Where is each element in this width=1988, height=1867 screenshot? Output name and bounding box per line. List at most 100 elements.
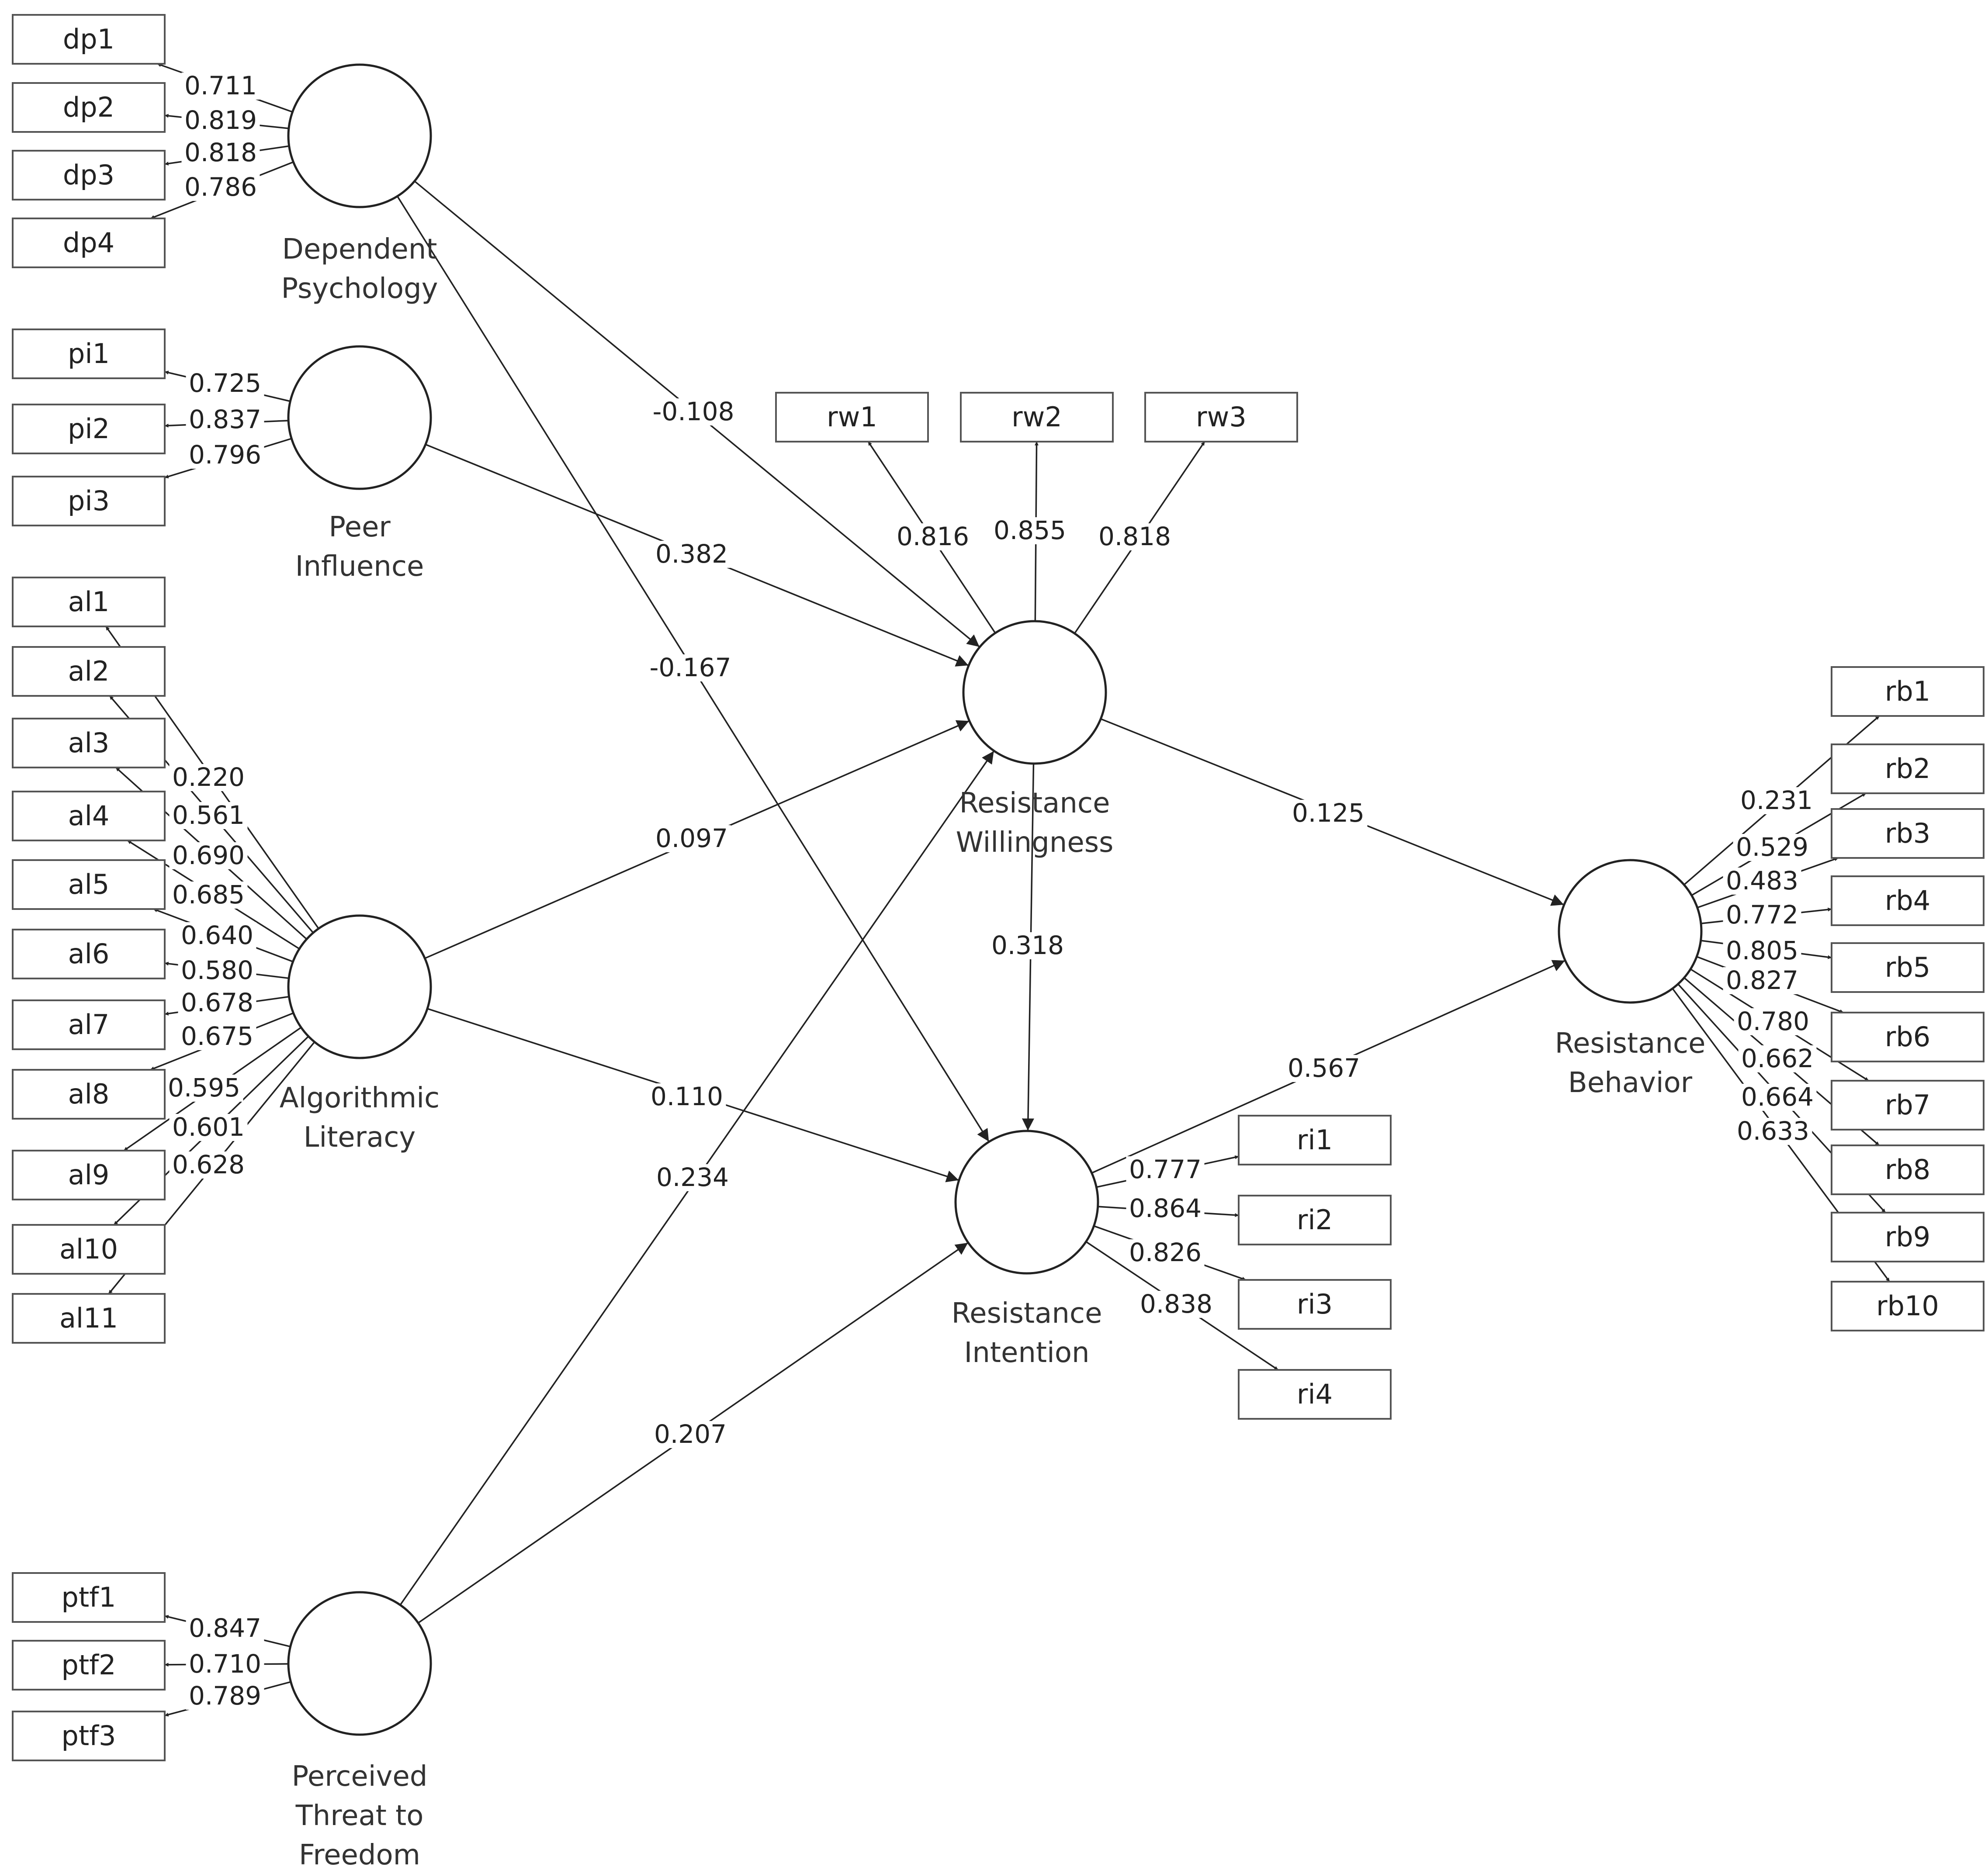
indicator-box-pi1[interactable] [12, 328, 166, 379]
path-coef-rw-rb-text: 0.125 [1292, 798, 1365, 828]
indicator-box-al6[interactable] [12, 929, 166, 979]
indicator-box-al5[interactable] [12, 859, 166, 910]
indicator-rb7[interactable]: rb7 [1831, 1080, 1985, 1131]
indicator-al2[interactable]: al2 [12, 646, 166, 697]
indicator-pi2[interactable]: pi2 [12, 404, 166, 454]
indicator-dp2[interactable]: dp2 [12, 82, 166, 133]
indicator-ri2[interactable]: ri2 [1238, 1195, 1392, 1245]
indicator-box-rw1[interactable] [775, 392, 929, 443]
indicator-al4[interactable]: al4 [12, 791, 166, 841]
indicator-rb4[interactable]: rb4 [1831, 875, 1985, 926]
indicator-rb3[interactable]: rb3 [1831, 808, 1985, 859]
indicator-box-ri4[interactable] [1238, 1369, 1392, 1420]
latent-circle-pi[interactable] [287, 345, 432, 490]
latent-circle-al[interactable] [287, 914, 432, 1059]
indicator-box-al7[interactable] [12, 999, 166, 1050]
indicator-ptf2[interactable]: ptf2 [12, 1640, 166, 1691]
indicator-ri3[interactable]: ri3 [1238, 1279, 1392, 1330]
indicator-dp4[interactable]: dp4 [12, 218, 166, 268]
indicator-rb9[interactable]: rb9 [1831, 1212, 1985, 1262]
loading-label-ri1: 0.777 [1126, 1155, 1205, 1184]
indicator-rw2[interactable]: rw2 [960, 392, 1114, 443]
latent-circle-dp[interactable] [287, 63, 432, 208]
latent-circle-rw[interactable] [962, 620, 1107, 765]
indicator-ri1[interactable]: ri1 [1238, 1115, 1392, 1165]
indicator-box-rb4[interactable] [1831, 875, 1985, 926]
path-coef-rw-rb-bg [1289, 800, 1368, 827]
indicator-box-dp2[interactable] [12, 82, 166, 133]
indicator-rb5[interactable]: rb5 [1831, 942, 1985, 993]
indicator-box-dp4[interactable] [12, 218, 166, 268]
latent-circle-ri[interactable] [954, 1130, 1099, 1275]
indicator-box-dp1[interactable] [12, 14, 166, 65]
indicator-box-rb2[interactable] [1831, 743, 1985, 794]
path-coef-dp-ri-bg [644, 654, 737, 681]
indicator-box-al9[interactable] [12, 1150, 166, 1200]
indicator-ri4[interactable]: ri4 [1238, 1369, 1392, 1420]
indicator-box-rb10[interactable] [1831, 1281, 1985, 1331]
indicator-rb2[interactable]: rb2 [1831, 743, 1985, 794]
indicator-al3[interactable]: al3 [12, 718, 166, 768]
indicator-al10[interactable]: al10 [12, 1224, 166, 1275]
indicator-box-pi3[interactable] [12, 476, 166, 526]
indicator-ptf3[interactable]: ptf3 [12, 1711, 166, 1761]
indicator-al7[interactable]: al7 [12, 999, 166, 1050]
indicator-box-ri1[interactable] [1238, 1115, 1392, 1165]
indicator-box-rb5[interactable] [1831, 942, 1985, 993]
indicator-rb10[interactable]: rb10 [1831, 1281, 1985, 1331]
indicator-al6[interactable]: al6 [12, 929, 166, 979]
indicator-rb8[interactable]: rb8 [1831, 1144, 1985, 1195]
indicator-rb6[interactable]: rb6 [1831, 1012, 1985, 1062]
indicator-al1[interactable]: al1 [12, 577, 166, 627]
latent-name-line: Peer [329, 511, 391, 543]
indicator-box-rb7[interactable] [1831, 1080, 1985, 1131]
loading-label-pi3-text: 0.796 [189, 440, 261, 470]
indicator-box-rb1[interactable] [1831, 666, 1985, 717]
indicator-box-rw3[interactable] [1144, 392, 1298, 443]
indicator-box-al10[interactable] [12, 1224, 166, 1275]
indicator-rw1[interactable]: rw1 [775, 392, 929, 443]
indicator-rb1[interactable]: rb1 [1831, 666, 1985, 717]
indicator-dp3[interactable]: dp3 [12, 150, 166, 201]
loading-label-rb9-bg [1738, 1084, 1817, 1111]
indicator-rw3[interactable]: rw3 [1144, 392, 1298, 443]
loading-label-al5-bg [178, 922, 256, 949]
indicator-box-rb6[interactable] [1831, 1012, 1985, 1062]
indicator-box-ri2[interactable] [1238, 1195, 1392, 1245]
indicator-dp1[interactable]: dp1 [12, 14, 166, 65]
indicator-al11[interactable]: al11 [12, 1293, 166, 1344]
indicator-pi1[interactable]: pi1 [12, 328, 166, 379]
latent-circle-ptf[interactable] [287, 1591, 432, 1736]
indicator-box-ptf1[interactable] [12, 1572, 166, 1623]
indicator-al9[interactable]: al9 [12, 1150, 166, 1200]
indicator-box-al1[interactable] [12, 577, 166, 627]
loading-label-dp4-text: 0.786 [184, 172, 257, 202]
indicator-box-ri3[interactable] [1238, 1279, 1392, 1330]
loading-label-rb2-bg [1733, 834, 1811, 861]
latent-circle-rb[interactable] [1558, 859, 1703, 1004]
indicator-ptf1[interactable]: ptf1 [12, 1572, 166, 1623]
indicator-box-al11[interactable] [12, 1293, 166, 1344]
indicator-box-ptf2[interactable] [12, 1640, 166, 1691]
indicator-box-rw2[interactable] [960, 392, 1114, 443]
indicator-box-rb3[interactable] [1831, 808, 1985, 859]
indicator-pi3[interactable]: pi3 [12, 476, 166, 526]
indicator-box-dp3[interactable] [12, 150, 166, 201]
indicator-box-al4[interactable] [12, 791, 166, 841]
indicator-box-al3[interactable] [12, 718, 166, 768]
indicator-box-pi2[interactable] [12, 404, 166, 454]
indicator-al8[interactable]: al8 [12, 1069, 166, 1120]
indicator-box-al8[interactable] [12, 1069, 166, 1120]
indicator-box-al2[interactable] [12, 646, 166, 697]
indicator-al5[interactable]: al5 [12, 859, 166, 910]
indicator-box-ptf3[interactable] [12, 1711, 166, 1761]
indicator-box-rb9[interactable] [1831, 1212, 1985, 1262]
indicator-box-rb8[interactable] [1831, 1144, 1985, 1195]
